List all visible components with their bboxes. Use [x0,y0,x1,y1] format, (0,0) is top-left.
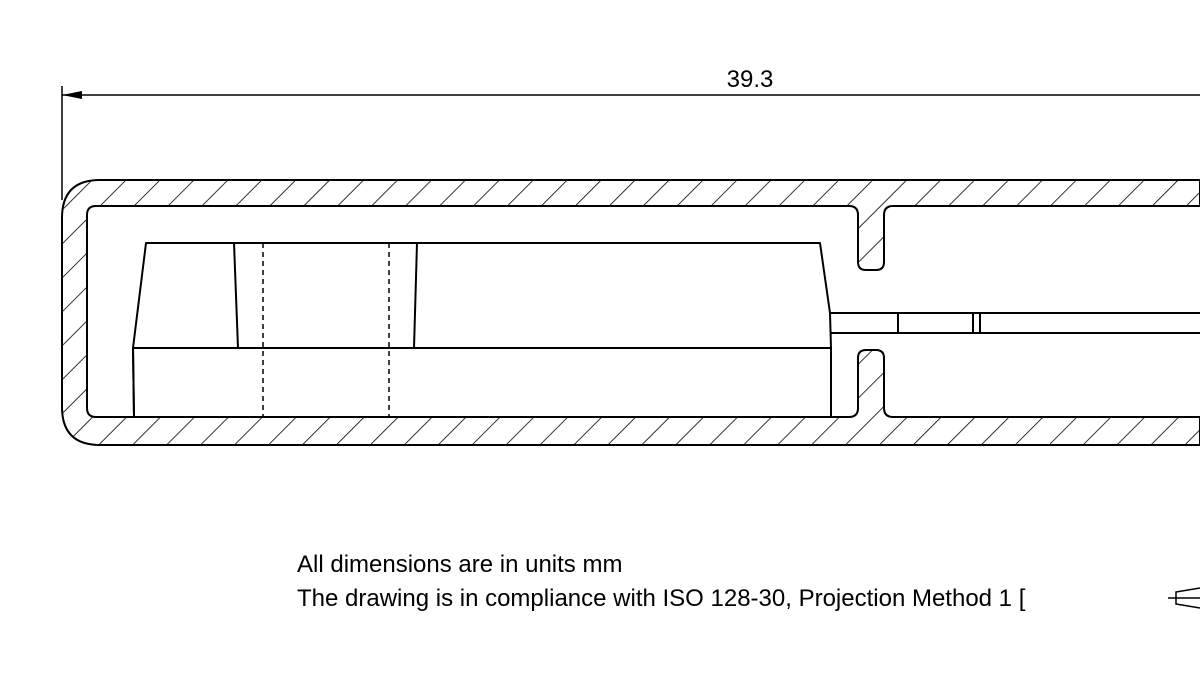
housing-section [61,179,1200,446]
housing-wall-hatch [61,179,1200,446]
inner-block [132,242,832,418]
note-units: All dimensions are in units mm [297,551,622,578]
drawing-notes: All dimensions are in units mm The drawi… [297,551,1200,612]
dimension-39-3: 39.3 [61,66,1200,200]
dimension-value: 39.3 [727,66,774,93]
block-taper-line-left [233,242,239,349]
projection-symbol-icon [1168,587,1200,609]
block-taper-line-right [413,242,418,349]
shaft [831,312,1200,334]
block-outline [132,242,832,418]
note-standard: The drawing is in compliance with ISO 12… [297,585,1026,612]
dimension-arrowhead [62,91,82,99]
block-left-vertical-edge [132,347,135,418]
